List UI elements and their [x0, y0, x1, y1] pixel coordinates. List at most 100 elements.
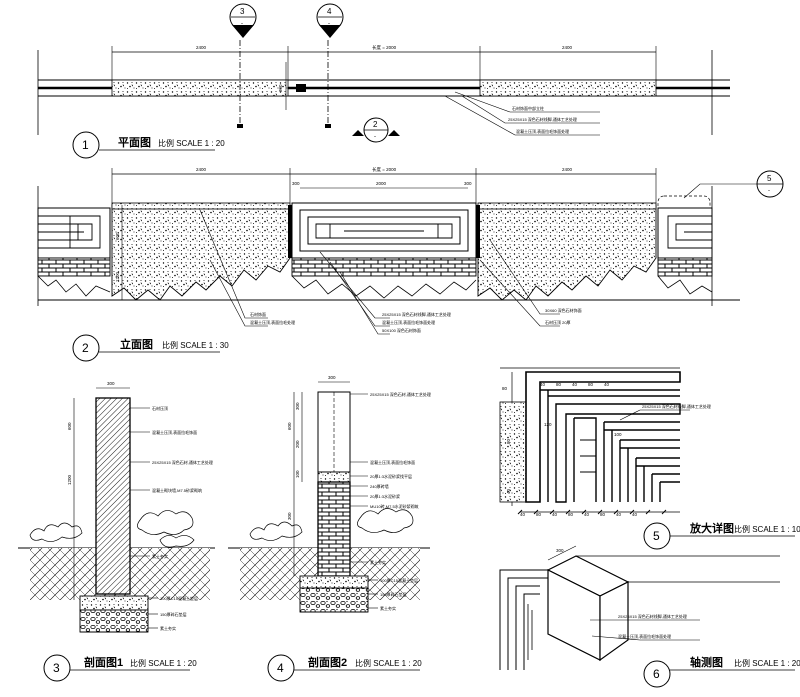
sec2-note-2: 混凝土压顶,表面拉毛饰面: [370, 459, 415, 465]
detail-view: 80 40 80 40 80 40 120 40 80 40 80 40 80 …: [499, 367, 711, 517]
view-title-3: 3 剖面图1 比例 SCALE 1 : 20: [43, 654, 197, 682]
detail-dim-9: 40: [552, 512, 558, 517]
plan-dim-left: 2400: [196, 45, 207, 50]
view-title-4: 4 剖面图2 比例 SCALE 1 : 20: [267, 654, 422, 682]
view-1-number: 1: [82, 138, 89, 152]
section-marker-4: 4 -: [316, 3, 344, 38]
view-6-number: 6: [653, 667, 660, 681]
view-5-scale: 比例 SCALE 1 : 10: [734, 524, 800, 534]
plan-dim-right: 2400: [562, 45, 573, 50]
sec1-dim-top: 600: [67, 422, 72, 430]
detail-dim-tick: [533, 509, 539, 515]
section1-view: 300 1200 600 石材压顶 混凝土压顶,表面拉毛饰面 25X25X15 …: [18, 381, 215, 633]
elev-dim-gap-l: 300: [292, 181, 300, 186]
marker-3-bottom: -: [241, 21, 243, 27]
sec2-dim-c: 200: [295, 440, 300, 448]
detail-dim-16: 40: [506, 488, 511, 494]
detail-dim-tick: [645, 509, 651, 515]
marker-5-top: 5: [767, 174, 772, 183]
detail-dim-tick: [565, 509, 571, 515]
detail-dim-12: 80: [600, 512, 606, 517]
sec1-note-8: 素土夯实: [160, 625, 176, 631]
plan-view: 2400 长度 = 2000 2400 300 石材饰面中部立柱 25X25X1…: [37, 40, 730, 136]
view-4-scale: 比例 SCALE 1 : 20: [355, 658, 422, 668]
sec1-note-2: 混凝土压顶,表面拉毛饰面: [152, 429, 197, 435]
elev-note-3: 25X25X15 深色石材线脚,通体工艺处理: [382, 311, 451, 317]
detail-dim-13: 40: [616, 512, 622, 517]
plan-note-3: 混凝土压顶,表面拉毛饰面处理: [516, 128, 569, 134]
elev-note-6: 30X60 深色石材饰面: [545, 307, 582, 313]
sec1-note-1: 石材压顶: [152, 405, 168, 411]
detail-dim-10: 80: [568, 512, 574, 517]
marker-4-bottom: -: [328, 21, 330, 27]
detail-dim-14: 40: [632, 512, 638, 517]
elev-note-5: 50X100 深色石材饰面: [382, 327, 421, 333]
sec1-note-7: 150厚碎石垫层: [160, 611, 187, 617]
view-1-scale: 比例 SCALE 1 : 20: [158, 138, 225, 148]
detail-dim-tick: [613, 509, 619, 515]
detail-dim-17: 80: [506, 438, 511, 444]
section2-view: 300 600 300 200 300 100 25X25X15 深色石材,通体…: [228, 375, 431, 613]
detail-dim-3: 40: [572, 382, 578, 387]
view-5-number: 5: [653, 529, 660, 543]
axon-view: 300 25X25X15 深色石材线脚,通体工艺处理 混凝土压顶,表面拉毛饰面处…: [499, 545, 780, 670]
section-marker-2: 2 -: [352, 117, 400, 143]
elev-note-1: 石材饰面: [250, 311, 266, 317]
sec1-note-4: 混凝土砌块墙,M7.5砂浆砌筑: [152, 487, 202, 493]
detail-dim-1: 40: [540, 382, 546, 387]
elev-dim-h2: 1200: [115, 271, 120, 282]
elev-dim-h1: 600: [115, 232, 120, 240]
view-3-number: 3: [53, 661, 60, 675]
sec1-note-5: 素土夯实: [152, 553, 168, 559]
detail-dim-8: 80: [536, 512, 542, 517]
detail-dim-15: 100: [614, 432, 622, 437]
sec2-note-5: 20厚1:3水泥砂浆: [370, 493, 400, 499]
elev-dim-gap-r: 300: [464, 181, 472, 186]
section-marker-3: 3 -: [229, 3, 257, 38]
axon-dim: 300: [556, 548, 564, 553]
detail-dim-6: 120: [544, 422, 552, 427]
view-1-title: 平面图: [118, 136, 151, 149]
marker-4-top: 4: [327, 7, 332, 16]
detail-dim-tick: [597, 509, 603, 515]
detail-dim-2: 80: [556, 382, 562, 387]
sec1-note-6: 100厚C15混凝土垫层: [160, 595, 198, 601]
sec2-note-6: MU10砖,M7.5水泥砂浆砌筑: [370, 503, 419, 509]
marker-2-bottom: -: [374, 134, 376, 140]
sec2-note-10: 素土夯实: [380, 605, 396, 611]
view-6-title: 轴测图: [690, 655, 723, 669]
detail-dim-4: 80: [588, 382, 594, 387]
marker-3-top: 3: [240, 7, 245, 16]
view-title-5: 5 放大详图 比例 SCALE 1 : 10: [643, 521, 800, 550]
view-4-title: 剖面图2: [308, 655, 347, 669]
elev-dim-left: 2400: [196, 167, 207, 172]
sec2-note-1: 25X25X15 深色石材,通体工艺处理: [370, 391, 431, 397]
sec1-dim-height: 1200: [67, 474, 72, 485]
plan-dim-middle: 长度 = 2000: [372, 44, 397, 51]
sec1-note-3: 25X25X15 深色石材,通体工艺处理: [152, 459, 213, 465]
axon-note-1: 25X25X15 深色石材线脚,通体工艺处理: [618, 613, 687, 619]
elev-note-4: 混凝土压顶,表面拉毛饰面处理: [382, 319, 435, 325]
sec2-dim-width: 300: [328, 375, 336, 380]
detail-dim-5: 40: [604, 382, 610, 387]
sec2-dim-d: 300: [287, 512, 292, 520]
sec2-note-4: 240厚砖墙: [370, 483, 389, 489]
view-title-2: 2 立面图 比例 SCALE 1 : 30: [72, 334, 229, 362]
view-3-title: 剖面图1: [84, 655, 123, 669]
detail-note-1: 25X25X15 深色石材线脚,通体工艺处理: [642, 403, 711, 409]
detail-dim-tick: [629, 509, 635, 515]
detail-dim-tick: [661, 509, 667, 515]
view-2-number: 2: [82, 341, 89, 355]
sec2-dim-a: 600: [287, 422, 292, 430]
axon-note-2: 混凝土压顶,表面拉毛饰面处理: [618, 633, 671, 639]
marker-2-top: 2: [373, 120, 378, 129]
detail-dim-tick: [581, 509, 587, 515]
view-3-scale: 比例 SCALE 1 : 20: [130, 658, 197, 668]
detail-dim-0: 80: [502, 386, 508, 391]
sec2-note-9: 150厚碎石垫层: [380, 591, 407, 597]
detail-dim-tick: [549, 509, 555, 515]
elevation-view: 2400 长度 = 2000 2400 300 2000 300 600 120…: [37, 166, 740, 335]
plan-dim-depth: 300: [278, 84, 283, 92]
view-2-title: 立面图: [120, 337, 153, 351]
